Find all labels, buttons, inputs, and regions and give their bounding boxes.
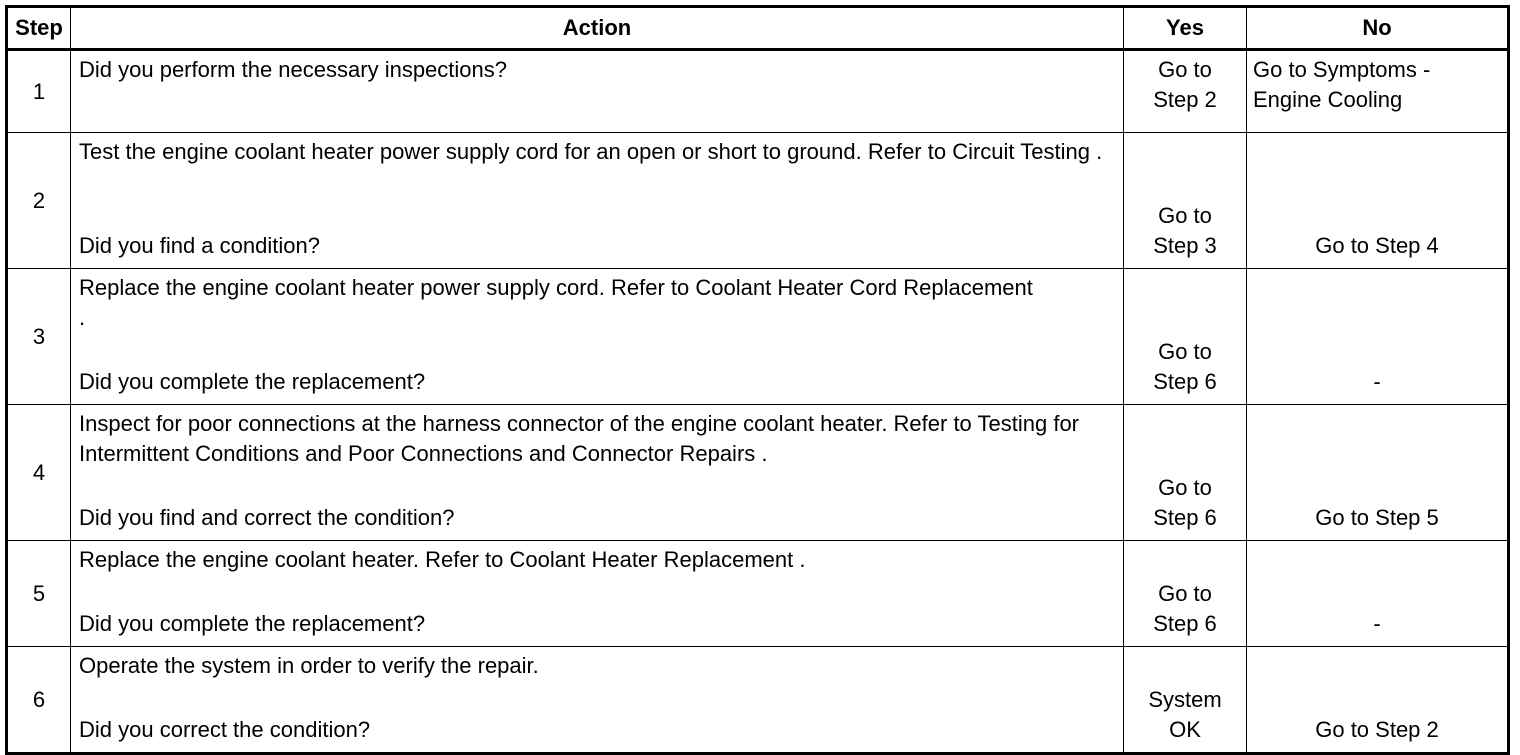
action-question: Did you complete the replacement?	[79, 369, 426, 394]
table-row: 3 Replace the engine coolant heater powe…	[6, 268, 1509, 405]
action-text: Replace the engine coolant heater power …	[79, 275, 1033, 330]
action-cell: Inspect for poor connections at the harn…	[70, 404, 1124, 541]
step-number: 5	[6, 540, 71, 647]
table-row: 4 Inspect for poor connections at the ha…	[6, 404, 1509, 541]
yes-result: Go to Step 6	[1123, 540, 1247, 647]
step-number: 2	[6, 132, 71, 269]
yes-result: System OK	[1123, 646, 1247, 754]
yes-result: Go to Step 3	[1123, 132, 1247, 269]
diagnostic-table: Step Action Yes No 1 Did you perform the…	[5, 5, 1510, 755]
action-text: Did you perform the necessary inspection…	[79, 57, 507, 82]
action-cell: Replace the engine coolant heater. Refer…	[70, 540, 1124, 647]
header-step: Step	[6, 6, 71, 51]
yes-result: Go to Step 6	[1123, 404, 1247, 541]
action-question: Did you find and correct the condition?	[79, 505, 455, 530]
action-question: Did you complete the replacement?	[79, 611, 426, 636]
no-result: Go to Step 5	[1246, 404, 1509, 541]
action-cell: Operate the system in order to verify th…	[70, 646, 1124, 754]
step-number: 4	[6, 404, 71, 541]
header-no: No	[1246, 6, 1509, 51]
step-number: 3	[6, 268, 71, 405]
header-yes: Yes	[1123, 6, 1247, 51]
action-cell: Test the engine coolant heater power sup…	[70, 132, 1124, 269]
action-cell: Did you perform the necessary inspection…	[70, 49, 1124, 133]
no-result: -	[1246, 268, 1509, 405]
yes-result: Go to Step 6	[1123, 268, 1247, 405]
header-row: Step Action Yes No	[6, 6, 1509, 51]
table-row: 1 Did you perform the necessary inspecti…	[6, 49, 1509, 133]
action-question: Did you correct the condition?	[79, 717, 371, 742]
no-result: Go to Step 4	[1246, 132, 1509, 269]
action-text: Test the engine coolant heater power sup…	[79, 139, 1103, 164]
no-result: Go to Symptoms - Engine Cooling	[1246, 49, 1509, 133]
header-action: Action	[70, 6, 1124, 51]
table-row: 6 Operate the system in order to verify …	[6, 646, 1509, 754]
no-result: Go to Step 2	[1246, 646, 1509, 754]
step-number: 1	[6, 49, 71, 133]
step-number: 6	[6, 646, 71, 754]
action-text: Replace the engine coolant heater. Refer…	[79, 547, 806, 572]
no-result: -	[1246, 540, 1509, 647]
table-row: 2 Test the engine coolant heater power s…	[6, 132, 1509, 269]
yes-result: Go to Step 2	[1123, 49, 1247, 133]
action-question: Did you find a condition?	[79, 233, 320, 258]
table-row: 5 Replace the engine coolant heater. Ref…	[6, 540, 1509, 647]
action-text: Inspect for poor connections at the harn…	[79, 411, 1080, 466]
action-cell: Replace the engine coolant heater power …	[70, 268, 1124, 405]
action-text: Operate the system in order to verify th…	[79, 653, 539, 678]
